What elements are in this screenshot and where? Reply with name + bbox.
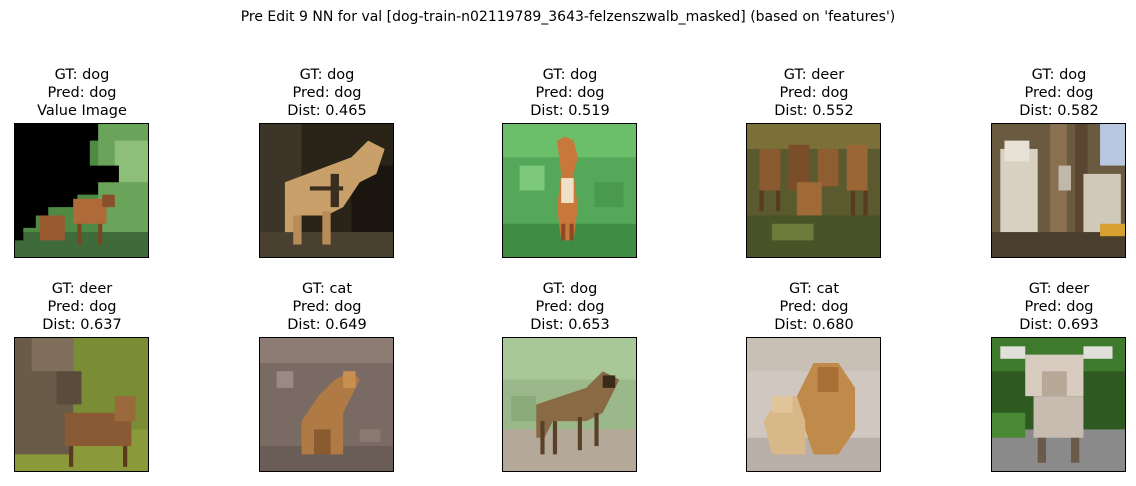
panel-caption: GT: dog Pred: dog Dist: 0.653 [470,280,670,334]
neighbor-image [502,337,637,472]
neighbor-image [259,123,394,258]
dist-label: Dist: 0.519 [530,103,610,119]
gt-label: GT: dog [542,67,598,83]
pred-label: Pred: dog [535,85,605,101]
panel-caption: GT: cat Pred: dog Dist: 0.649 [227,280,427,334]
query-image [14,123,149,258]
gt-label: GT: deer [1028,281,1090,297]
gt-label: GT: dog [54,67,110,83]
gt-label: GT: cat [788,281,840,297]
panel-caption: GT: cat Pred: dog Dist: 0.680 [714,280,914,334]
neighbor-image [746,337,881,472]
gt-label: GT: deer [51,281,113,297]
panel-caption: GT: deer Pred: dog Dist: 0.637 [0,280,182,334]
pred-label: Pred: dog [47,85,117,101]
pred-label: Pred: dog [1024,299,1094,315]
pred-label: Pred: dog [292,85,362,101]
gt-label: GT: deer [783,67,845,83]
panel-caption: GT: deer Pred: dog Dist: 0.552 [714,66,914,120]
dist-label: Dist: 0.693 [1019,317,1099,333]
panel-caption: GT: dog Pred: dog Dist: 0.519 [470,66,670,120]
neighbor-image [746,123,881,258]
panel-caption: GT: dog Pred: dog Value Image [0,66,182,120]
neighbor-image [991,337,1126,472]
pred-label: Pred: dog [47,299,117,315]
panel-caption: GT: dog Pred: dog Dist: 0.582 [959,66,1136,120]
dist-label: Dist: 0.653 [530,317,610,333]
panel-caption: GT: deer Pred: dog Dist: 0.693 [959,280,1136,334]
gt-label: GT: cat [301,281,353,297]
pred-label: Pred: dog [1024,85,1094,101]
neighbor-image [991,123,1126,258]
pred-label: Pred: dog [292,299,362,315]
dist-label: Dist: 0.465 [287,103,367,119]
neighbor-image [14,337,149,472]
gt-label: GT: dog [299,67,355,83]
figure-title: Pre Edit 9 NN for val [dog-train-n021197… [240,9,896,25]
pred-label: Pred: dog [779,85,849,101]
dist-label: Dist: 0.582 [1019,103,1099,119]
gt-label: GT: dog [542,281,598,297]
value-image-label: Value Image [37,103,127,119]
gt-label: GT: dog [1031,67,1087,83]
dist-label: Dist: 0.680 [774,317,854,333]
pred-label: Pred: dog [535,299,605,315]
neighbor-image [502,123,637,258]
dist-label: Dist: 0.552 [774,103,854,119]
neighbor-image [259,337,394,472]
dist-label: Dist: 0.649 [287,317,367,333]
dist-label: Dist: 0.637 [42,317,122,333]
panel-caption: GT: dog Pred: dog Dist: 0.465 [227,66,427,120]
pred-label: Pred: dog [779,299,849,315]
